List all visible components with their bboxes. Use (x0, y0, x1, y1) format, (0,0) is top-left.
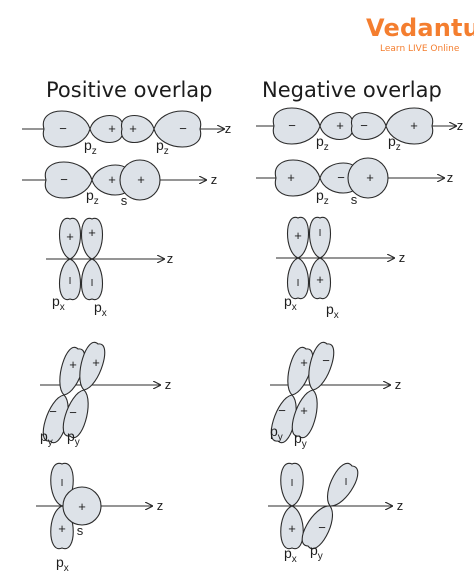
phase-bar: I (319, 228, 322, 239)
lobe (59, 346, 86, 396)
lobe (89, 115, 123, 143)
s-orbital (119, 159, 161, 201)
plus-sign: + (78, 499, 86, 514)
plus-sign: + (366, 170, 374, 185)
orbital-label: pz (316, 187, 329, 207)
plus-sign: + (137, 172, 145, 187)
lobe (274, 159, 321, 197)
minus-sign: − (322, 353, 330, 368)
plus-sign: + (88, 225, 96, 240)
lobe (301, 505, 333, 550)
lobe (280, 505, 304, 549)
plus-sign: + (336, 118, 344, 133)
axis-label: z (165, 377, 172, 392)
orbital-label-s: s (121, 193, 128, 208)
lobe (81, 258, 103, 300)
minus-sign: − (69, 405, 77, 420)
plus-sign: + (108, 172, 116, 187)
lobe (59, 218, 81, 260)
minus-sign: − (288, 118, 296, 133)
plus-sign: + (300, 403, 308, 418)
orbital-label-s: s (351, 192, 358, 207)
axis-label: z (157, 498, 164, 513)
axis-label: z (447, 170, 454, 185)
lobe (62, 389, 89, 439)
negative-overlap-title: Negative overlap (262, 78, 442, 102)
s-orbital (62, 486, 102, 526)
lobe (44, 161, 93, 199)
lobe (81, 218, 103, 260)
phase-bar: I (291, 478, 294, 489)
plus-sign: + (92, 355, 100, 370)
lobe (287, 217, 309, 259)
axis-label: z (457, 118, 464, 133)
lobe (351, 112, 387, 140)
minus-sign: − (59, 121, 67, 136)
minus-sign: − (360, 118, 368, 133)
plus-sign: + (300, 355, 308, 370)
lobe (327, 462, 359, 507)
brand-name: Vedantu (366, 14, 474, 42)
phase-bar: I (297, 278, 300, 289)
orbital-label-s: s (77, 523, 84, 538)
minus-sign: − (179, 121, 187, 136)
orbital-label: px (326, 301, 339, 321)
lobe (59, 258, 81, 300)
lobe (42, 110, 91, 148)
lobe (121, 115, 155, 143)
orbital-label: px (56, 554, 69, 574)
plus-sign: + (316, 272, 324, 287)
plus-sign: + (58, 521, 66, 536)
orbital-label: pz (86, 187, 99, 207)
brand-tagline: Learn LIVE Online (380, 44, 460, 54)
s-orbital (347, 157, 389, 199)
axis-label: z (211, 172, 218, 187)
lobe (291, 389, 318, 439)
minus-sign: − (278, 403, 286, 418)
lobe (287, 257, 309, 299)
lobe (79, 341, 106, 391)
orbital-label: pz (84, 137, 97, 157)
axis-label: z (395, 377, 402, 392)
plus-sign: + (108, 121, 116, 136)
plus-sign: + (410, 118, 418, 133)
minus-sign: − (49, 404, 57, 419)
minus-sign: − (318, 520, 326, 535)
lobe (287, 346, 314, 396)
vedantu-logo: Vedantu Learn LIVE Online (366, 14, 474, 54)
plus-sign: + (287, 170, 295, 185)
lobe (308, 341, 335, 391)
plus-sign: + (129, 121, 137, 136)
axis-label: z (225, 121, 232, 136)
lobe (385, 107, 434, 145)
minus-sign: − (337, 170, 345, 185)
lobe (280, 463, 304, 507)
phase-bar: I (69, 276, 72, 287)
phase-bar: I (345, 477, 348, 488)
lobe (309, 217, 331, 259)
orbital-label: px (94, 299, 107, 319)
orbital-label: py (310, 542, 323, 562)
axis-label: z (397, 498, 404, 513)
phase-bar: I (91, 278, 94, 289)
lobe (309, 257, 331, 299)
phase-bar: I (61, 478, 64, 489)
plus-sign: + (69, 357, 77, 372)
lobe (153, 110, 202, 148)
lobe (272, 107, 321, 145)
plus-sign: + (66, 229, 74, 244)
plus-sign: + (294, 228, 302, 243)
minus-sign: − (60, 172, 68, 187)
axis-label: z (167, 251, 174, 266)
positive-overlap-title: Positive overlap (46, 78, 213, 102)
axis-label: z (399, 250, 406, 265)
plus-sign: + (288, 521, 296, 536)
